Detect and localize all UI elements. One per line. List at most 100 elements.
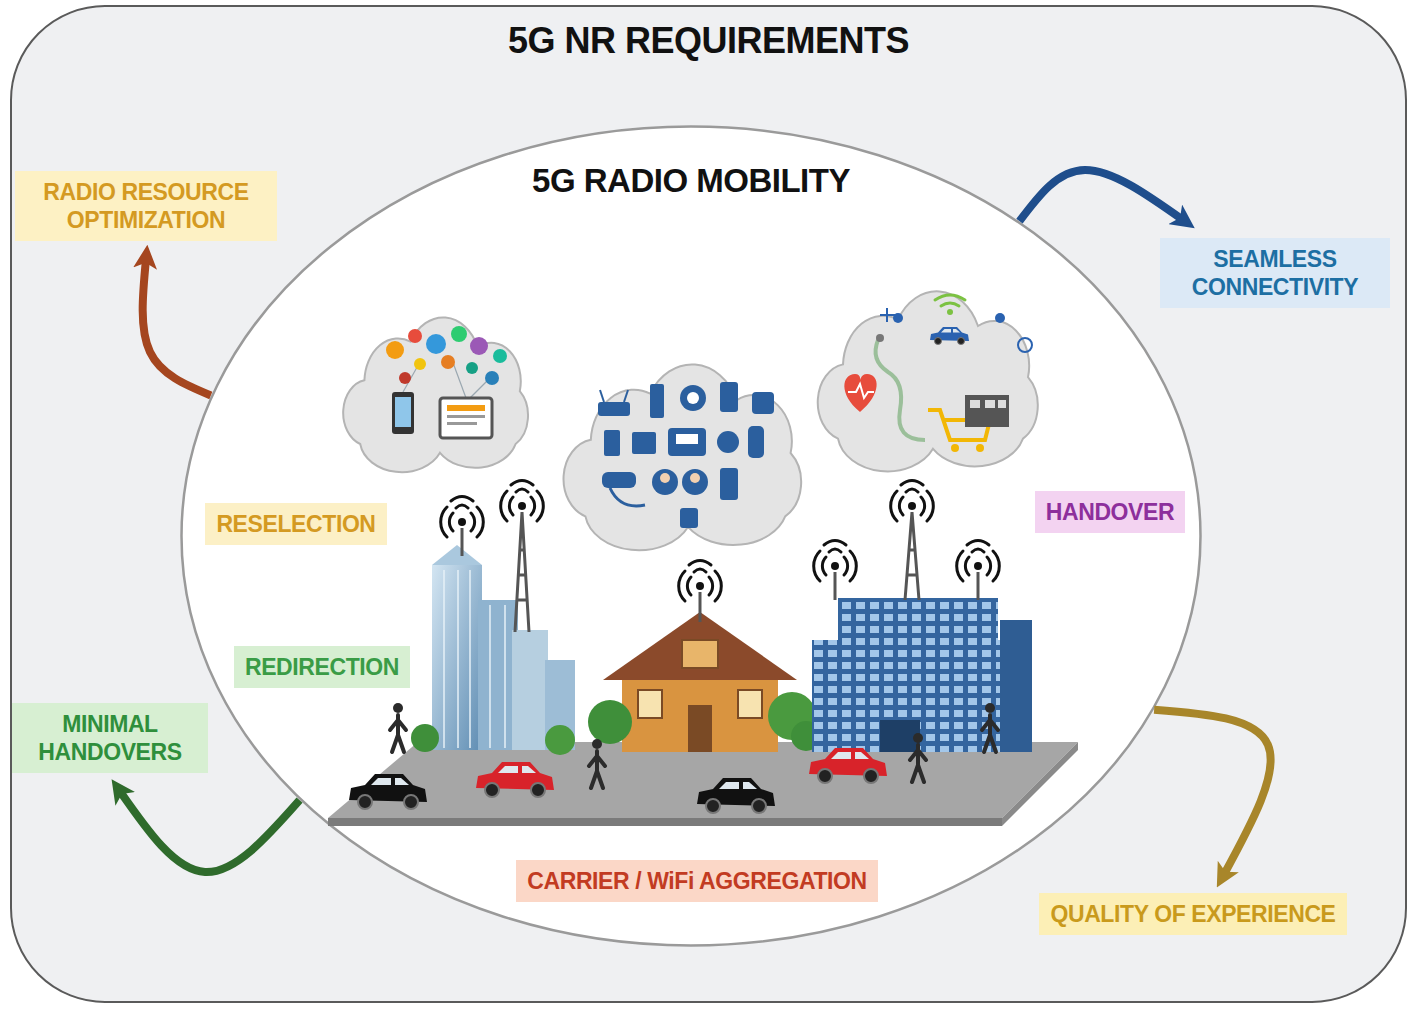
curved-arrow bbox=[143, 259, 211, 395]
device-icons bbox=[752, 392, 774, 414]
social-icons bbox=[386, 341, 404, 359]
house bbox=[588, 700, 632, 744]
skyscrapers bbox=[411, 724, 439, 752]
box-label: RESELECTION bbox=[216, 510, 375, 538]
car bbox=[809, 748, 887, 783]
box-label: SEAMLESS CONNECTIVITY bbox=[1171, 245, 1379, 301]
ground bbox=[328, 742, 1078, 818]
cloud bbox=[343, 317, 528, 472]
social-icons bbox=[395, 397, 411, 427]
wifi-signal bbox=[814, 541, 857, 582]
service-icons bbox=[970, 400, 980, 408]
section-title: 5G RADIO MOBILITY bbox=[180, 161, 1202, 201]
car bbox=[809, 748, 887, 783]
section-title: 5G NR REQUIREMENTS bbox=[12, 7, 1405, 62]
ground bbox=[328, 818, 1002, 826]
house bbox=[688, 705, 712, 752]
social-icons bbox=[470, 378, 490, 398]
office-building bbox=[880, 720, 920, 752]
social-icons bbox=[493, 349, 507, 363]
requirements-panel: 5G NR REQUIREMENTS 5G RADIO MOBILITY RESEL… bbox=[10, 5, 1407, 1003]
social-icons bbox=[386, 326, 507, 438]
service-icons bbox=[928, 410, 990, 440]
pedestrian bbox=[985, 703, 995, 713]
car bbox=[476, 762, 554, 797]
service-icons bbox=[951, 444, 959, 452]
social-icons bbox=[414, 358, 426, 370]
ground bbox=[1002, 742, 1078, 826]
pedestrian bbox=[390, 715, 406, 752]
device-icons bbox=[680, 385, 706, 411]
mobility-box: RESELECTION bbox=[205, 503, 386, 545]
device-icons bbox=[598, 382, 774, 528]
social-icons bbox=[447, 405, 485, 411]
social-icons bbox=[451, 326, 467, 342]
social-icons bbox=[403, 360, 490, 398]
box-label: RADIO RESOURCE OPTIMIZATION bbox=[26, 178, 266, 234]
service-icons bbox=[1018, 338, 1032, 352]
service-icons bbox=[880, 308, 895, 322]
mobility-box: HANDOVER bbox=[1035, 491, 1185, 533]
social-icons bbox=[403, 362, 420, 392]
wifi-signal bbox=[957, 541, 1000, 582]
device-icons bbox=[610, 488, 645, 506]
house bbox=[738, 690, 762, 718]
mobility-box: CARRIER / WiFi AGGREGATION bbox=[516, 860, 878, 902]
device-icons bbox=[690, 473, 700, 483]
device-icons bbox=[602, 472, 636, 488]
skyscrapers bbox=[432, 565, 482, 750]
device-icons bbox=[682, 469, 708, 495]
service-icons bbox=[985, 400, 995, 408]
mobility-ellipse: 5G RADIO MOBILITY RESELECTION HANDOVER REDI… bbox=[180, 125, 1202, 947]
requirement-box: QUALITY OF EXPERIENCE bbox=[1039, 893, 1346, 935]
car bbox=[476, 762, 554, 797]
device-icons bbox=[604, 430, 620, 456]
service-icons bbox=[876, 334, 884, 342]
device-icons bbox=[668, 428, 706, 456]
antenna-tower bbox=[515, 512, 529, 632]
requirement-box: RADIO RESOURCE OPTIMIZATION bbox=[15, 171, 277, 241]
office-building bbox=[812, 640, 1032, 752]
device-icons bbox=[720, 468, 738, 500]
office-building bbox=[1000, 620, 1032, 752]
curved-arrow bbox=[1154, 710, 1271, 875]
social-icons bbox=[485, 371, 499, 385]
skyscrapers bbox=[489, 605, 491, 748]
pedestrian bbox=[589, 751, 605, 788]
skyscrapers bbox=[504, 605, 506, 748]
device-icons bbox=[748, 426, 764, 458]
antenna-tower bbox=[699, 592, 702, 622]
car bbox=[349, 774, 427, 809]
cloud bbox=[818, 291, 1038, 471]
social-icons bbox=[426, 334, 446, 354]
device-icons bbox=[720, 382, 738, 412]
antenna-tower bbox=[905, 512, 919, 600]
box-label: QUALITY OF EXPERIENCE bbox=[1050, 900, 1335, 928]
skyscrapers bbox=[411, 545, 575, 755]
skyscrapers bbox=[478, 600, 518, 750]
device-icons bbox=[652, 469, 678, 495]
requirement-box: MINIMAL HANDOVERS bbox=[12, 703, 208, 773]
service-icons bbox=[893, 313, 903, 323]
wifi-signal bbox=[891, 481, 934, 522]
service-icons bbox=[976, 444, 984, 452]
car bbox=[349, 774, 427, 809]
antenna-tower bbox=[977, 572, 980, 600]
house bbox=[603, 612, 797, 680]
device-icons bbox=[717, 431, 739, 453]
social-icons bbox=[447, 422, 477, 425]
box-label: REDIRECTION bbox=[245, 653, 399, 681]
service-icons bbox=[844, 295, 1032, 452]
skyscrapers bbox=[512, 630, 548, 750]
wifi-signal bbox=[501, 481, 544, 522]
box-label: HANDOVER bbox=[1046, 498, 1174, 526]
service-icons bbox=[930, 327, 969, 345]
cloud bbox=[564, 364, 802, 550]
car bbox=[697, 778, 775, 813]
device-icons bbox=[687, 392, 699, 404]
skyscrapers bbox=[545, 660, 575, 750]
device-icons bbox=[676, 434, 698, 444]
service-icons bbox=[965, 395, 1009, 427]
skyscrapers bbox=[457, 570, 459, 748]
wifi-signal bbox=[679, 561, 722, 602]
